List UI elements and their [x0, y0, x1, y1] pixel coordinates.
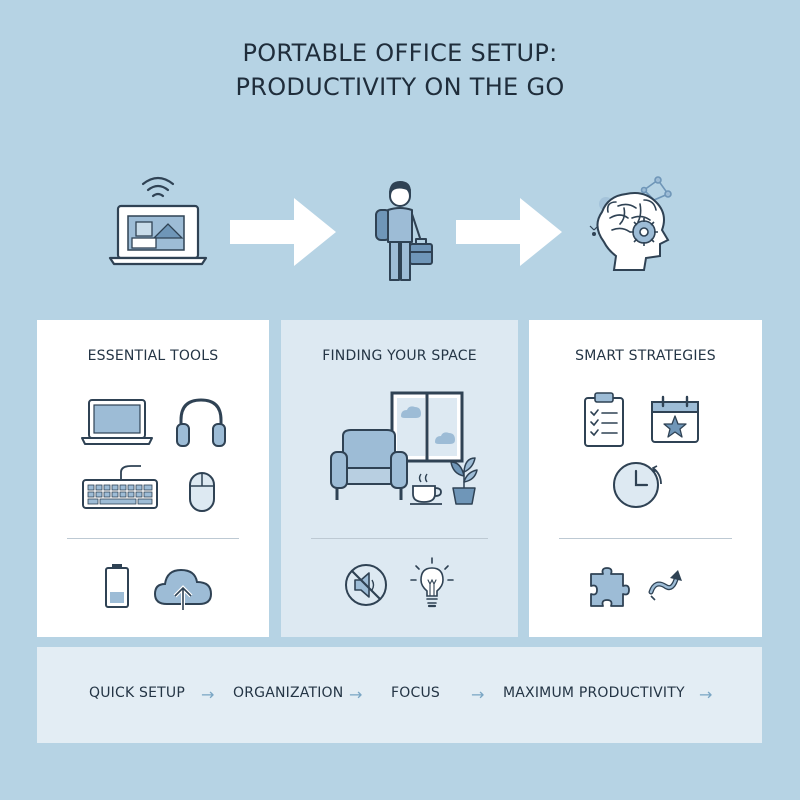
armchair-icon [330, 429, 408, 500]
laptop-icon [81, 399, 153, 445]
cloud-upload-icon [153, 568, 213, 610]
step-maximum-productivity: MAXIMUM PRODUCTIVITY [503, 685, 685, 701]
brain-gear-icon [589, 176, 672, 271]
title-line-2: PRODUCTIVITY ON THE GO [235, 73, 565, 101]
window-icon [390, 391, 464, 463]
page-title: PORTABLE OFFICE SETUP: PRODUCTIVITY ON T… [0, 36, 800, 104]
keyboard-icon [82, 465, 158, 509]
lightbulb-icon [410, 557, 454, 608]
card-divider [559, 538, 732, 539]
plant-icon [450, 457, 478, 505]
step-arrow-icon: → [699, 685, 713, 704]
arrow-right-1 [230, 198, 336, 266]
coffee-cup-icon [410, 473, 442, 505]
step-quick-setup: QUICK SETUP [89, 685, 185, 701]
card-essential-tools: ESSENTIAL TOOLS [37, 320, 269, 637]
curved-arrow-icon [648, 570, 682, 601]
card-smart-strategies: SMART STRATEGIES [529, 320, 762, 637]
card-title: SMART STRATEGIES [575, 348, 716, 364]
laptop-wifi-icon [108, 176, 208, 266]
puzzle-icon [590, 567, 630, 607]
card-title: FINDING YOUR SPACE [322, 348, 477, 364]
headphones-icon [176, 398, 226, 447]
card-finding-your-space: FINDING YOUR SPACE [281, 320, 518, 637]
card-title: ESSENTIAL TOOLS [87, 348, 219, 364]
step-arrow-icon: → [471, 685, 485, 704]
arrow-right-2 [456, 198, 562, 266]
mouse-icon [189, 472, 215, 512]
title-line-1: PORTABLE OFFICE SETUP: [242, 39, 558, 67]
card-divider [67, 538, 239, 539]
card-divider [311, 538, 488, 539]
step-organization: ORGANIZATION [233, 685, 344, 701]
step-focus: FOCUS [391, 685, 440, 701]
clock-icon [613, 462, 662, 508]
calendar-star-icon [651, 395, 699, 443]
traveler-with-backpack-icon [375, 181, 433, 281]
process-steps: QUICK SETUP → ORGANIZATION → FOCUS → MAX… [37, 647, 762, 743]
step-arrow-icon: → [201, 685, 215, 704]
mute-icon [345, 564, 387, 606]
checklist-clipboard-icon [584, 392, 624, 447]
battery-icon [105, 564, 129, 608]
step-arrow-icon: → [349, 685, 363, 704]
